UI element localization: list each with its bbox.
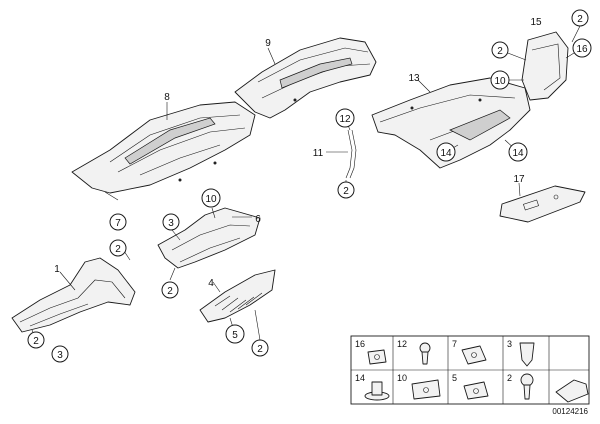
svg-text:12: 12 bbox=[339, 114, 351, 125]
fastener-cell-12: 12 bbox=[397, 339, 431, 365]
fastener-cell-10: 10 bbox=[397, 373, 441, 400]
heat-shield-1 bbox=[11, 257, 136, 333]
callout-9: 9 bbox=[265, 38, 271, 49]
callout-7: 7 bbox=[109, 213, 127, 231]
callout-14-right: 14 bbox=[508, 142, 528, 162]
callout-3-bottom-left: 3 bbox=[51, 345, 69, 363]
svg-text:13: 13 bbox=[408, 73, 420, 84]
callout-12: 12 bbox=[335, 108, 355, 128]
callout-14-left: 14 bbox=[436, 142, 456, 162]
fastener-cell-clip bbox=[555, 379, 589, 403]
callout-4: 4 bbox=[208, 278, 214, 289]
callout-3-mid: 3 bbox=[162, 213, 180, 231]
callout-10-mid: 10 bbox=[201, 188, 221, 208]
callout-6: 6 bbox=[255, 214, 261, 225]
heat-shield-bracket-15 bbox=[521, 31, 569, 101]
fastener-cell-14: 14 bbox=[355, 373, 390, 401]
callout-2-upper: 2 bbox=[491, 41, 509, 59]
callout-1: 1 bbox=[54, 264, 60, 275]
bracket-11 bbox=[345, 129, 357, 179]
svg-text:11: 11 bbox=[313, 148, 324, 159]
callout-2-center: 2 bbox=[161, 281, 179, 299]
callout-2-left: 2 bbox=[109, 239, 127, 257]
svg-text:3: 3 bbox=[57, 350, 63, 361]
fastener-cell-2: 2 bbox=[507, 373, 534, 400]
svg-text:2: 2 bbox=[507, 373, 512, 383]
svg-text:14: 14 bbox=[355, 373, 365, 383]
heat-shield-tunnel-center bbox=[234, 37, 377, 119]
svg-text:17: 17 bbox=[513, 174, 525, 185]
heat-shield-6 bbox=[157, 207, 261, 269]
callout-15-top: 15 bbox=[530, 17, 542, 28]
svg-text:2: 2 bbox=[343, 186, 349, 197]
callout-5-bottom: 5 bbox=[225, 324, 245, 344]
svg-text:2: 2 bbox=[115, 244, 121, 255]
svg-text:00124216: 00124216 bbox=[552, 407, 588, 416]
callout-8: 8 bbox=[164, 92, 170, 103]
fasteners-grid: 16 12 7 3 14 10 bbox=[350, 335, 590, 405]
svg-text:9: 9 bbox=[265, 38, 271, 49]
svg-text:10: 10 bbox=[397, 373, 407, 383]
svg-text:8: 8 bbox=[164, 92, 170, 103]
svg-text:12: 12 bbox=[397, 339, 407, 349]
callout-13: 13 bbox=[408, 73, 420, 84]
svg-text:3: 3 bbox=[168, 218, 174, 229]
callout-2-bottom-left: 2 bbox=[27, 331, 45, 349]
fastener-cell-7: 7 bbox=[452, 339, 487, 365]
callout-16-top: 16 bbox=[572, 38, 592, 58]
svg-text:5: 5 bbox=[452, 373, 457, 383]
fastener-cell-16: 16 bbox=[355, 339, 387, 365]
svg-text:4: 4 bbox=[208, 278, 214, 289]
svg-text:16: 16 bbox=[355, 339, 365, 349]
svg-text:2: 2 bbox=[33, 336, 39, 347]
callout-2-top-right: 2 bbox=[571, 9, 589, 27]
svg-text:14: 14 bbox=[440, 148, 452, 159]
heat-shield-tunnel-front bbox=[71, 101, 256, 194]
svg-text:16: 16 bbox=[576, 44, 588, 55]
svg-text:3: 3 bbox=[507, 339, 512, 349]
svg-text:14: 14 bbox=[512, 148, 524, 159]
svg-text:7: 7 bbox=[115, 218, 121, 229]
callout-10-upper: 10 bbox=[490, 70, 510, 90]
svg-text:2: 2 bbox=[577, 14, 583, 25]
callout-2-bottom: 2 bbox=[251, 339, 269, 357]
svg-text:15: 15 bbox=[530, 17, 542, 28]
fastener-cell-3: 3 bbox=[507, 339, 535, 367]
svg-text:1: 1 bbox=[54, 264, 60, 275]
callout-17: 17 bbox=[513, 174, 525, 185]
svg-text:10: 10 bbox=[205, 194, 217, 205]
heat-shield-4 bbox=[199, 269, 276, 323]
svg-text:10: 10 bbox=[494, 76, 506, 87]
svg-text:6: 6 bbox=[255, 214, 261, 225]
diagram-id-label: 00124216 bbox=[552, 407, 588, 416]
callout-11: 11 bbox=[313, 148, 324, 159]
svg-text:7: 7 bbox=[452, 339, 457, 349]
heat-shield-rear bbox=[371, 77, 531, 169]
svg-text:5: 5 bbox=[232, 330, 238, 341]
svg-text:2: 2 bbox=[497, 46, 503, 57]
fastener-cell-blank-top bbox=[550, 337, 588, 369]
svg-text:2: 2 bbox=[167, 286, 173, 297]
callout-2-mid: 2 bbox=[337, 181, 355, 199]
fastener-cell-5: 5 bbox=[452, 373, 489, 400]
heat-shield-plate-17 bbox=[499, 185, 586, 223]
svg-text:2: 2 bbox=[257, 344, 263, 355]
